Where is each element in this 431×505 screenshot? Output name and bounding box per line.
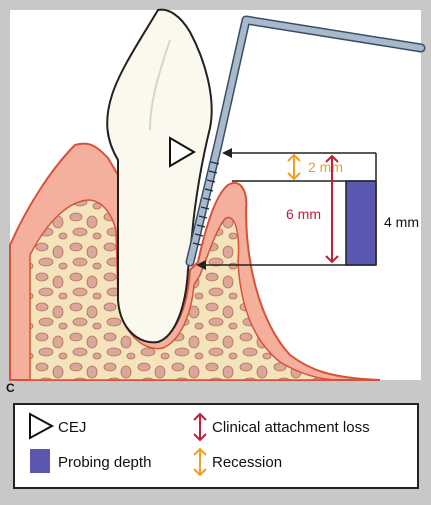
- legend-attachment-loss-label: Clinical attachment loss: [212, 419, 370, 436]
- tooth-shading: [149, 39, 171, 131]
- legend-cej-icon: [29, 412, 55, 440]
- attachment-loss-arrow-icon: [325, 154, 339, 264]
- periodontal-probe: [185, 15, 426, 267]
- attachment-loss-value: 6 mm: [286, 206, 321, 222]
- probing-depth-value: 4 mm: [384, 214, 419, 230]
- legend-probing-depth-label: Probing depth: [58, 454, 151, 471]
- alveolar-bone: [29, 199, 341, 381]
- legend-recession-icon: [193, 447, 207, 477]
- tooth: [106, 8, 213, 344]
- recession-arrow-icon: [287, 153, 301, 181]
- legend-probing-depth-icon: [30, 449, 50, 473]
- legend-recession-label: Recession: [212, 454, 282, 471]
- legend: CEJ Probing depth Clinical attachment lo…: [13, 403, 419, 489]
- pocket-base-pointer-icon: [196, 260, 206, 270]
- legend-attachment-loss-icon: [193, 412, 207, 442]
- legend-cej-label: CEJ: [58, 419, 86, 436]
- probing-depth-bar: [345, 180, 377, 266]
- gingival-margin-pointer-icon: [222, 148, 232, 158]
- panel-label: C: [6, 381, 15, 395]
- recession-value: 2 mm: [308, 159, 343, 175]
- cej-marker-icon: [169, 136, 196, 168]
